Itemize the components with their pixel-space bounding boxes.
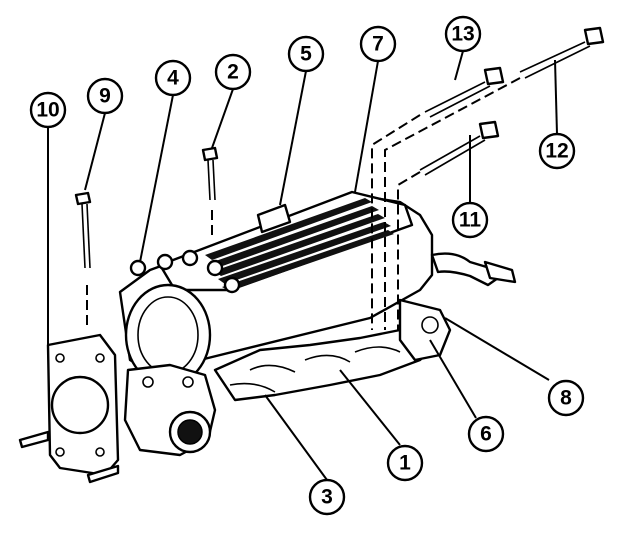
callout-2-label: 2	[227, 61, 239, 84]
callout-7: 7	[359, 25, 397, 63]
callout-3: 3	[308, 478, 346, 516]
alignment-lines	[371, 77, 521, 330]
callout-6-label: 6	[480, 423, 492, 446]
throttle-body	[123, 363, 217, 457]
callout-12: 12	[538, 132, 576, 170]
callout-5: 5	[287, 35, 325, 73]
callout-9-label: 9	[99, 85, 111, 108]
callout-4: 4	[154, 59, 192, 97]
bolt-heads	[129, 249, 241, 294]
callout-10: 10	[29, 91, 67, 129]
leader-lines	[47, 50, 558, 481]
bolt-2	[201, 146, 219, 240]
callout-12-label: 12	[545, 140, 568, 163]
callout-8: 8	[547, 379, 585, 417]
callout-13: 13	[444, 15, 482, 53]
callout-4-label: 4	[167, 67, 179, 90]
bolt-12	[519, 26, 605, 79]
callout-3-label: 3	[321, 486, 333, 509]
callout-6: 6	[467, 415, 505, 453]
callout-13-label: 13	[451, 23, 474, 46]
callout-9: 9	[86, 77, 124, 115]
callout-8-label: 8	[560, 387, 572, 410]
callout-7-label: 7	[372, 33, 384, 56]
callout-10-label: 10	[36, 99, 59, 122]
callout-11-label: 11	[459, 209, 482, 232]
bolt-13	[424, 66, 505, 118]
bolt-11	[419, 120, 500, 176]
top-ribs	[205, 198, 394, 291]
callout-1: 1	[386, 444, 424, 482]
intake-manifold	[118, 190, 517, 402]
callout-1-label: 1	[399, 452, 411, 475]
bolt-9	[74, 191, 92, 330]
callout-2: 2	[214, 53, 252, 91]
callout-11: 11	[451, 201, 489, 239]
callout-5-label: 5	[300, 43, 312, 66]
gasket-plate	[18, 333, 120, 484]
